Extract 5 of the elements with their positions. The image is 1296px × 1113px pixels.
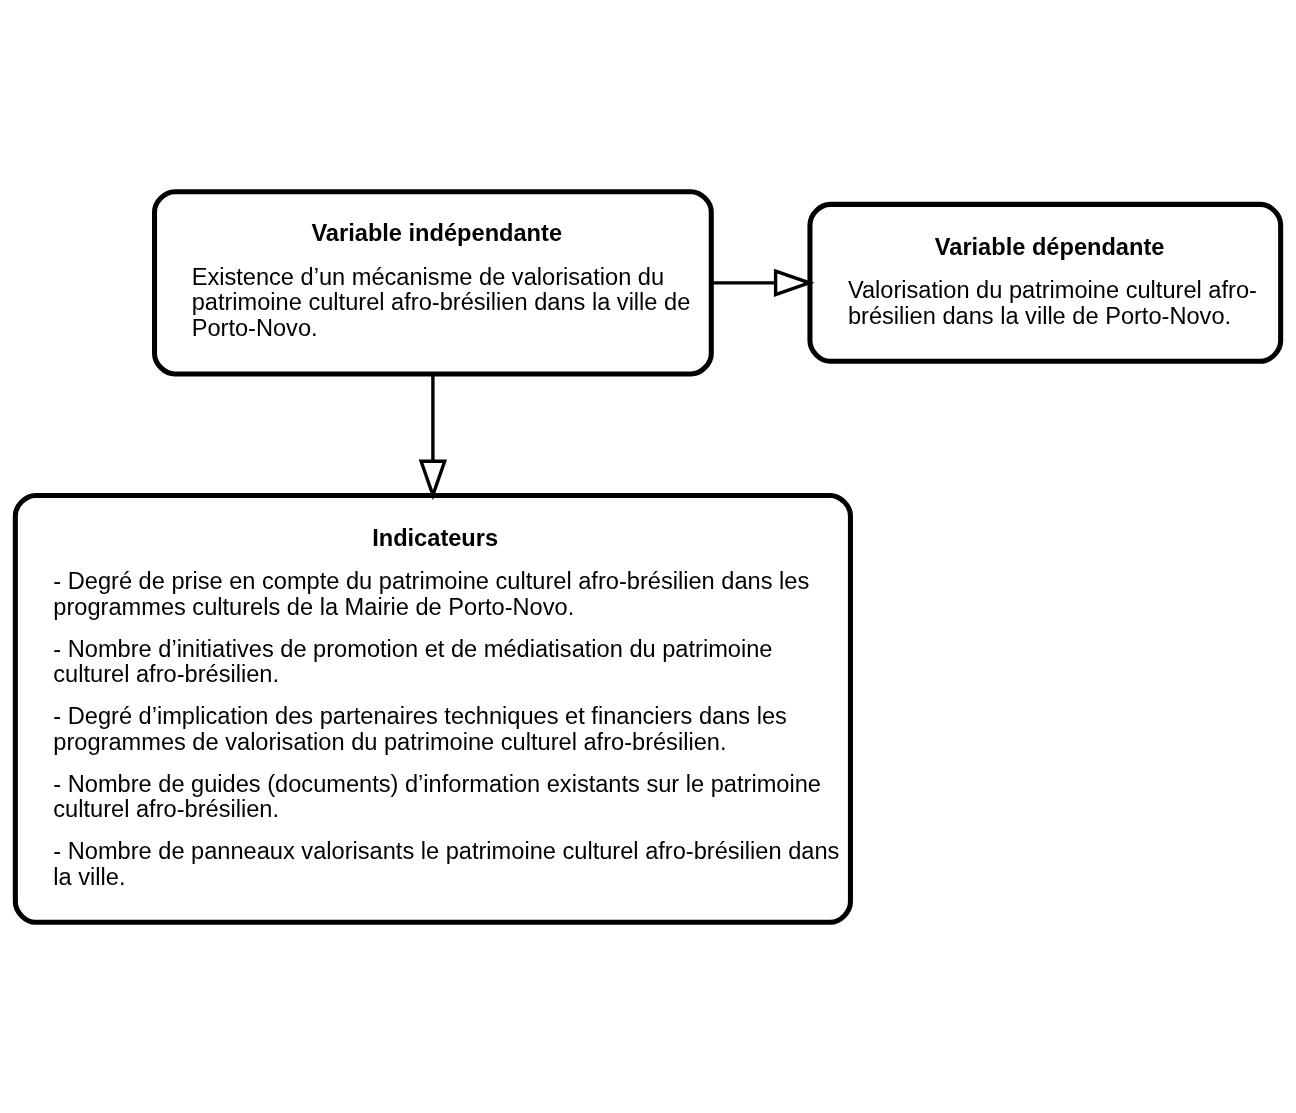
arrow (711, 268, 815, 297)
node-box: Variable indépendante Existence d’un mécanisme de valorisation du patrimoine culturel afro-brésilien dans la ville de Porto-Novo. (152, 188, 714, 376)
arrow (418, 373, 448, 500)
node-box: Variable dépendante Valorisation du patrimoine culturel afro-brésilien dans la ville de Porto-Novo. (807, 201, 1284, 364)
node-box: Indicateurs - Degré de prise en compte du patrimoine culturel afro-brésilien dans les programmes culturels de la Mairie de Porto-Novo. - Nombre d’initiatives de promotion et de médiatisation du patrimoine culturel afro-brésilien. - Degré d’implication des partenaires techniques et financiers dans les programmes de valorisation du patrimoine culturel afro-brésilien. - Nombre de guides (documents) d’information existants sur le patrimoine culturel afro-brésilien. - Nombre de panneaux valorisants le patrimoine culturel afro-brésilien dans la ville. (12, 492, 853, 925)
